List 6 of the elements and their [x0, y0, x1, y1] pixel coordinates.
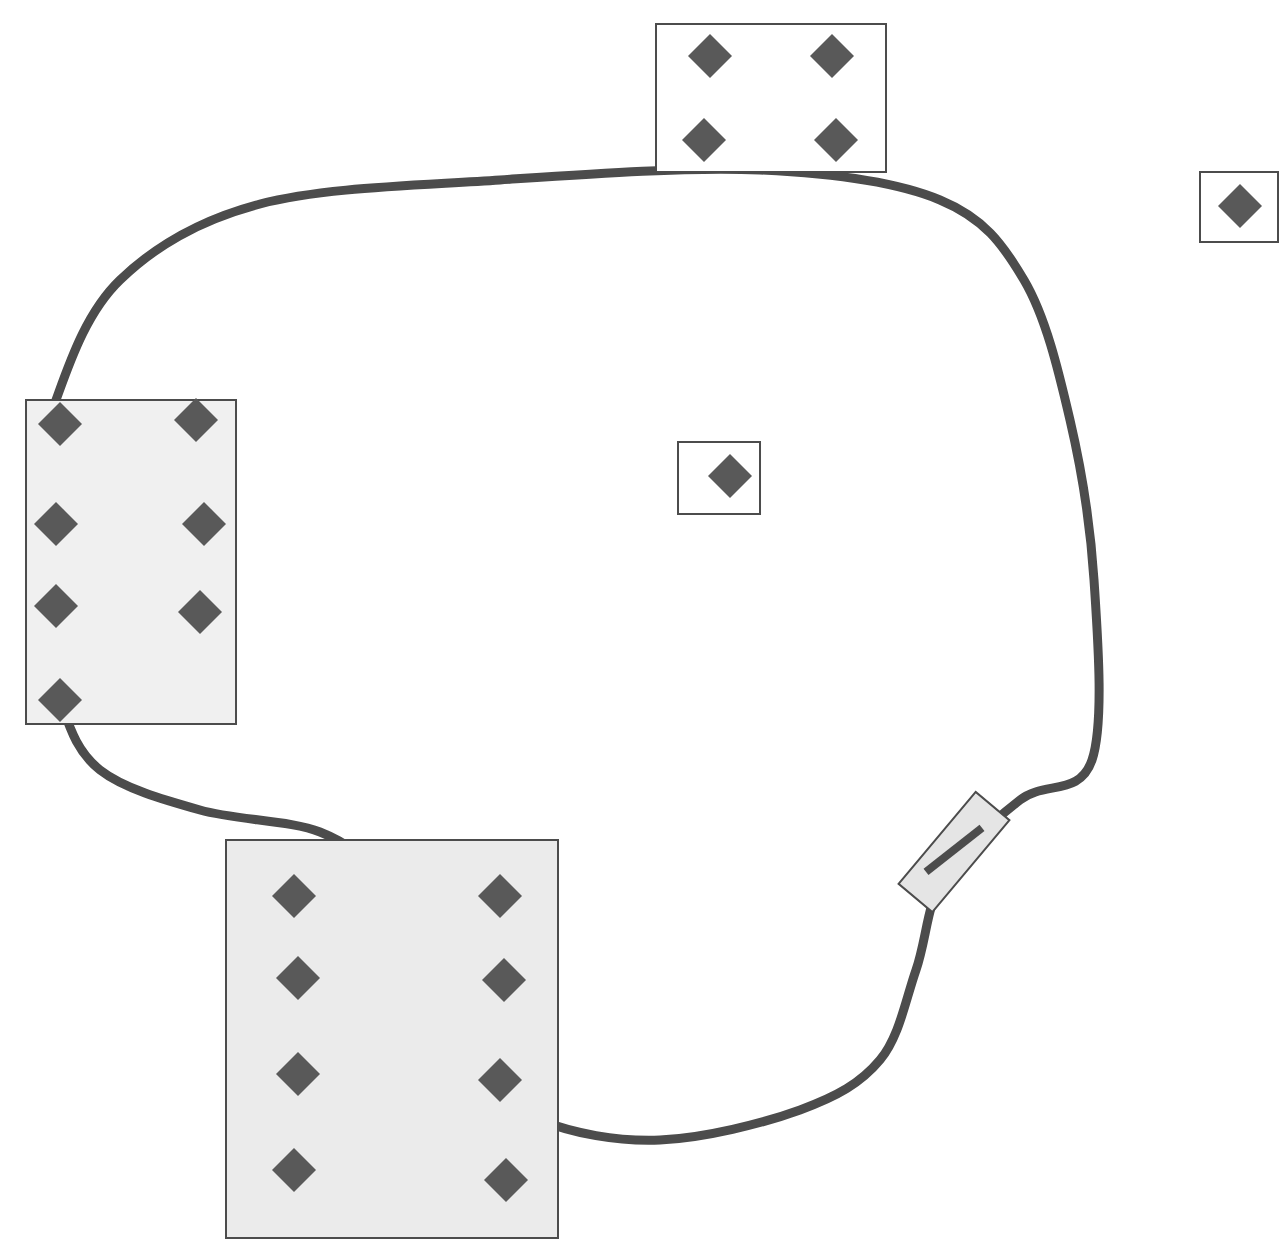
box — [655, 23, 887, 173]
box — [897, 790, 1011, 914]
box — [1199, 171, 1279, 243]
box — [225, 838, 559, 1239]
box — [25, 397, 237, 725]
box — [677, 440, 761, 515]
